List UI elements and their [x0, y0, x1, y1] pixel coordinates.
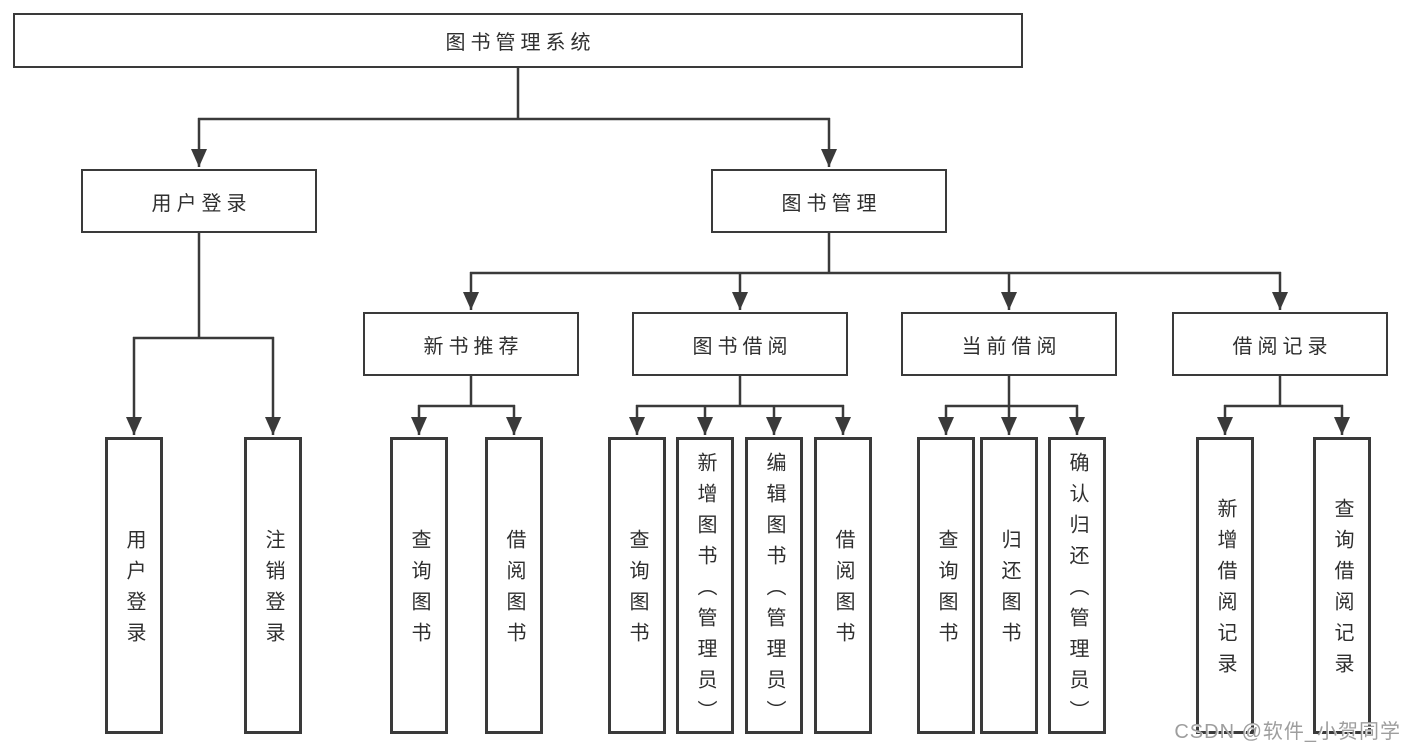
- node-label: 借阅图书: [503, 529, 525, 653]
- node-user-login: 用户登录: [81, 169, 317, 233]
- node-label: 当前借阅: [961, 335, 1062, 358]
- leaf-confirm-return-admin: 确认归还（管理员）: [1048, 437, 1106, 734]
- node-label: 借阅图书: [832, 529, 854, 653]
- node-label: 图书管理: [781, 192, 882, 215]
- leaf-return-book: 归还图书: [980, 437, 1038, 734]
- leaf-edit-book-admin: 编辑图书（管理员）: [745, 437, 803, 734]
- leaf-add-borrow-record: 新增借阅记录: [1196, 437, 1254, 734]
- connectors-management-to-level2: [463, 233, 1288, 310]
- node-label: 图书借阅: [692, 335, 793, 358]
- node-label: 查询图书: [626, 529, 648, 653]
- leaf-user-login: 用户登录: [105, 437, 163, 734]
- connectors-level2-to-leaves: [411, 376, 1350, 435]
- leaf-borrow-books-2: 借阅图书: [814, 437, 872, 734]
- leaf-borrow-books-recommend: 借阅图书: [485, 437, 543, 734]
- node-label: 图书管理系统: [445, 32, 596, 54]
- node-label: 查询借阅记录: [1331, 498, 1353, 684]
- node-label: 借阅记录: [1232, 335, 1333, 358]
- node-label: 新增图书（管理员）: [694, 451, 716, 731]
- node-root-system: 图书管理系统: [13, 13, 1023, 68]
- node-label: 确认归还（管理员）: [1066, 451, 1088, 731]
- leaf-query-books-recommend: 查询图书: [390, 437, 448, 734]
- leaf-query-books-borrow: 查询图书: [608, 437, 666, 734]
- node-label: 用户登录: [123, 529, 145, 653]
- node-label: 用户登录: [151, 192, 252, 215]
- node-book-borrow: 图书借阅: [632, 312, 848, 376]
- node-borrow-records: 借阅记录: [1172, 312, 1388, 376]
- connectors-root-to-level1: [191, 68, 837, 167]
- node-label: 查询图书: [935, 529, 957, 653]
- connectors-login-to-leaves: [126, 233, 281, 435]
- node-label: 归还图书: [998, 529, 1020, 653]
- node-current-borrow: 当前借阅: [901, 312, 1117, 376]
- leaf-add-book-admin: 新增图书（管理员）: [676, 437, 734, 734]
- node-book-management: 图书管理: [711, 169, 947, 233]
- node-label: 查询图书: [408, 529, 430, 653]
- node-label: 新书推荐: [423, 335, 524, 358]
- leaf-query-books-current: 查询图书: [917, 437, 975, 734]
- watermark: CSDN @软件_小贺同学: [1174, 721, 1401, 743]
- node-label: 注销登录: [262, 529, 284, 653]
- node-new-book-recommend: 新书推荐: [363, 312, 579, 376]
- node-label: 编辑图书（管理员）: [763, 451, 785, 731]
- leaf-logout: 注销登录: [244, 437, 302, 734]
- node-label: 新增借阅记录: [1214, 498, 1236, 684]
- leaf-query-borrow-record: 查询借阅记录: [1313, 437, 1371, 734]
